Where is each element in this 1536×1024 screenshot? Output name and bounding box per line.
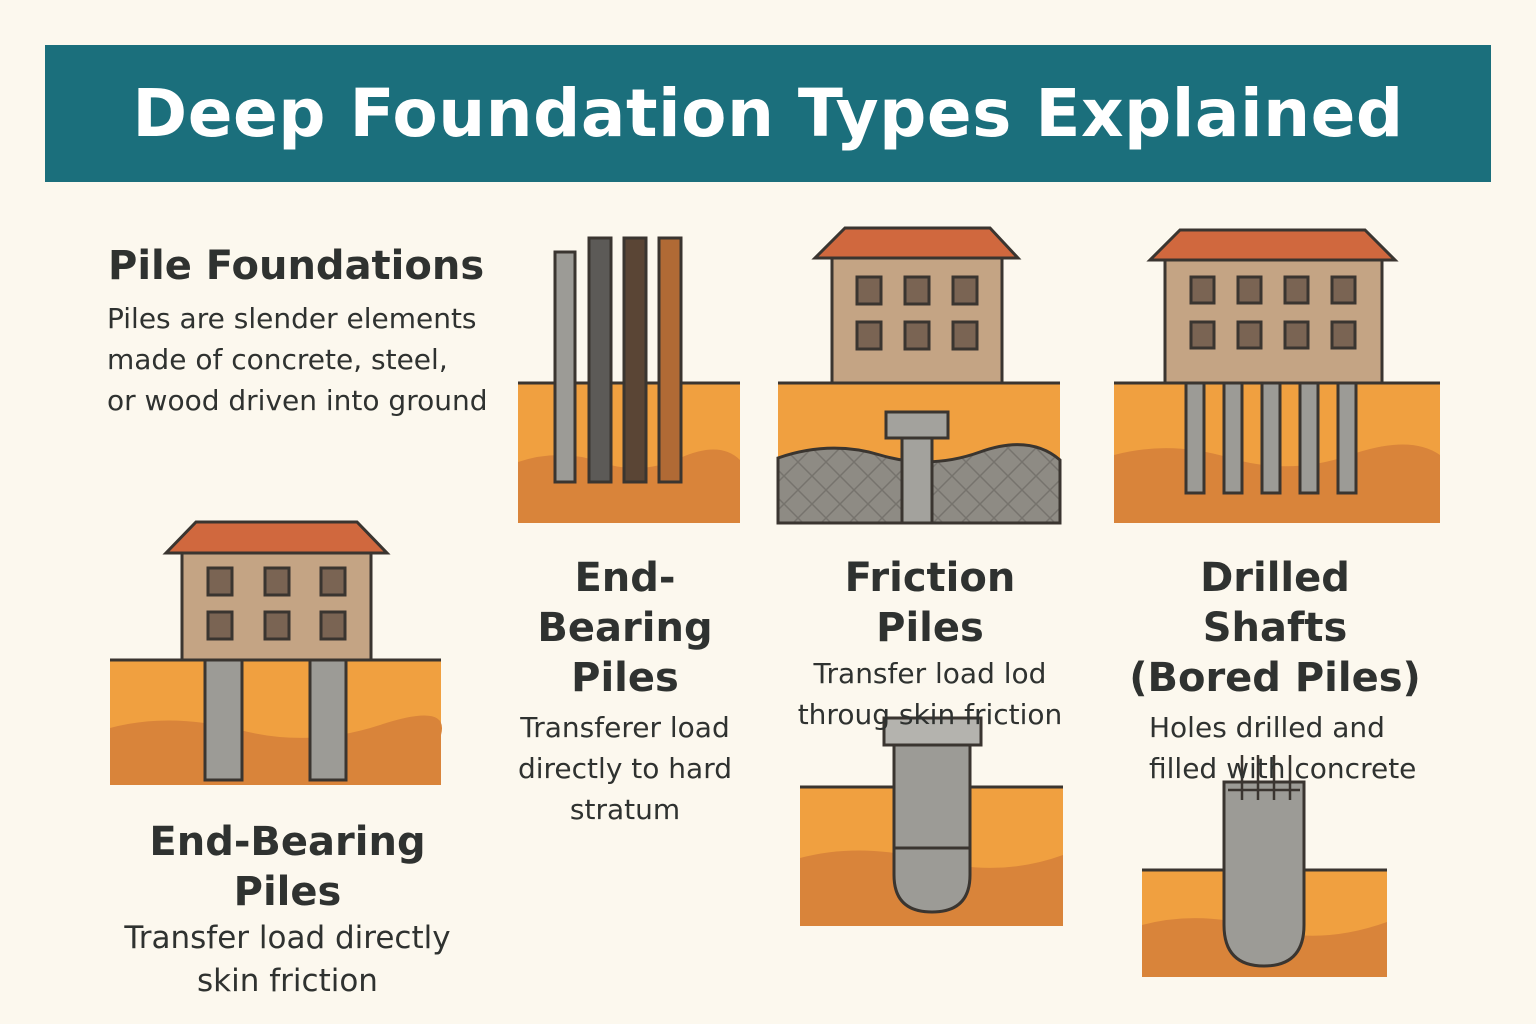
section-description: Transfer load lod <box>813 657 1047 690</box>
end-bearing-piles-illustration <box>518 236 740 523</box>
section-description: Transferer load <box>520 711 730 744</box>
section-heading: Piles <box>571 655 679 701</box>
section-heading: End-Bearing <box>537 555 713 651</box>
section-heading: (Bored Piles) <box>1129 655 1421 701</box>
intro-heading: Pile Foundations <box>108 243 485 289</box>
section-description: filled with concrete <box>1149 752 1417 785</box>
section-description: directly to hard <box>517 752 732 785</box>
drilled-shafts-illustration <box>1114 228 1440 523</box>
page-title: Deep Foundation Types Explained <box>132 75 1404 152</box>
intro-line: made of concrete, steel, <box>107 343 448 376</box>
end-bearing-building-illustration <box>110 520 443 785</box>
section-end-bearing: End-Bearing Piles Transferer load direct… <box>495 553 755 830</box>
section-drilled-shafts: Drilled Shafts (Bored Piles) Holes drill… <box>1125 553 1425 789</box>
section-description: Transfer load directly <box>124 920 451 956</box>
section-heading: End-Bearing Piles <box>149 819 426 915</box>
section-heading: Drilled Shafts <box>1200 555 1350 651</box>
friction-piles-illustration <box>776 226 1062 525</box>
friction-pile-detail-illustration <box>800 716 1063 926</box>
section-description: skin friction <box>197 963 378 999</box>
section-description: Holes drilled and <box>1149 711 1385 744</box>
section-description: stratum <box>569 793 681 826</box>
intro-line: Piles are slender elements <box>107 302 477 335</box>
intro-description: Piles are slender elements made of concr… <box>107 298 488 421</box>
section-description: throug skin friction <box>797 698 1063 731</box>
title-banner: Deep Foundation Types Explained <box>45 45 1491 182</box>
drilled-shaft-detail-illustration <box>1142 755 1387 977</box>
section-end-bearing-bottom: End-Bearing Piles Transfer load directly… <box>90 817 485 1003</box>
section-friction-piles: Friction Piles Transfer load lod throug … <box>785 553 1075 735</box>
section-heading: Friction Piles <box>844 555 1016 651</box>
intro-line: or wood driven into ground <box>107 384 488 417</box>
